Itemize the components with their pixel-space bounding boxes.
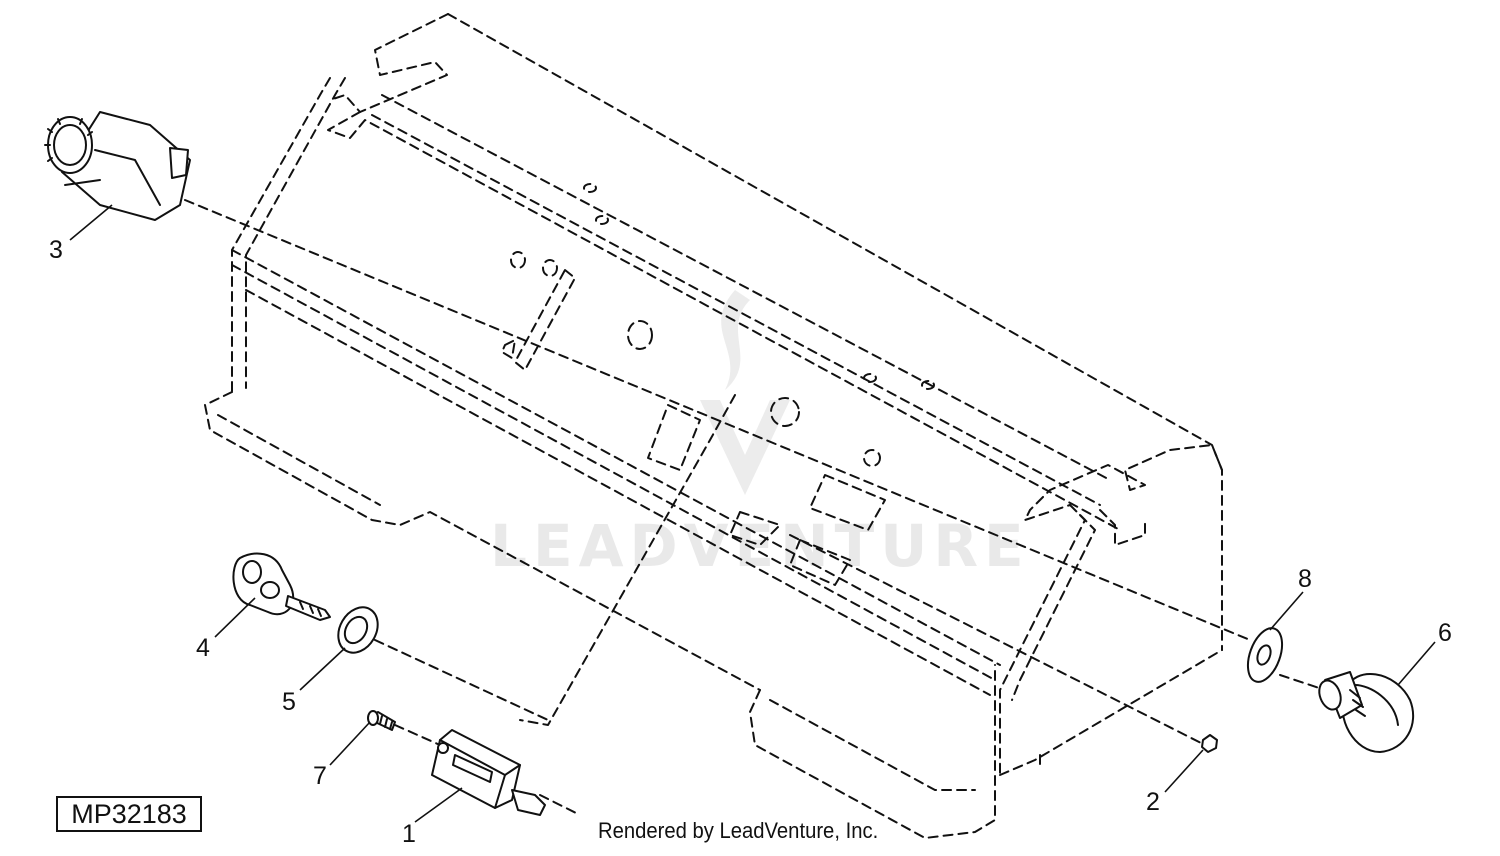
- hour-meter-icon: [431, 729, 546, 816]
- ignition-switch-icon: [1318, 671, 1415, 753]
- switch-assembly-icon: [44, 111, 191, 221]
- washer-icon: [1246, 627, 1284, 683]
- dash-panel-outline: [204, 13, 1223, 839]
- key-icon: [232, 552, 331, 621]
- lock-nut-icon: [337, 606, 379, 654]
- callout-7: 7: [313, 762, 327, 790]
- callout-4: 4: [196, 634, 210, 662]
- assembly-centerlines: [184, 199, 1326, 816]
- nut-icon: [1201, 734, 1218, 753]
- watermark-text: LEADVENTURE: [490, 512, 1030, 580]
- callout-3: 3: [49, 236, 63, 264]
- callout-5: 5: [282, 688, 296, 716]
- callout-leaders: [69, 204, 1436, 823]
- callout-6: 6: [1438, 619, 1452, 647]
- callout-1: 1: [402, 820, 416, 848]
- callout-8: 8: [1298, 565, 1312, 593]
- watermark: LEADVENTURE: [490, 290, 1030, 580]
- screw-icon: [367, 710, 396, 731]
- render-credit: Rendered by LeadVenture, Inc.: [598, 818, 879, 843]
- diagram-id-label: MP32183: [56, 796, 202, 832]
- callout-2: 2: [1146, 788, 1160, 816]
